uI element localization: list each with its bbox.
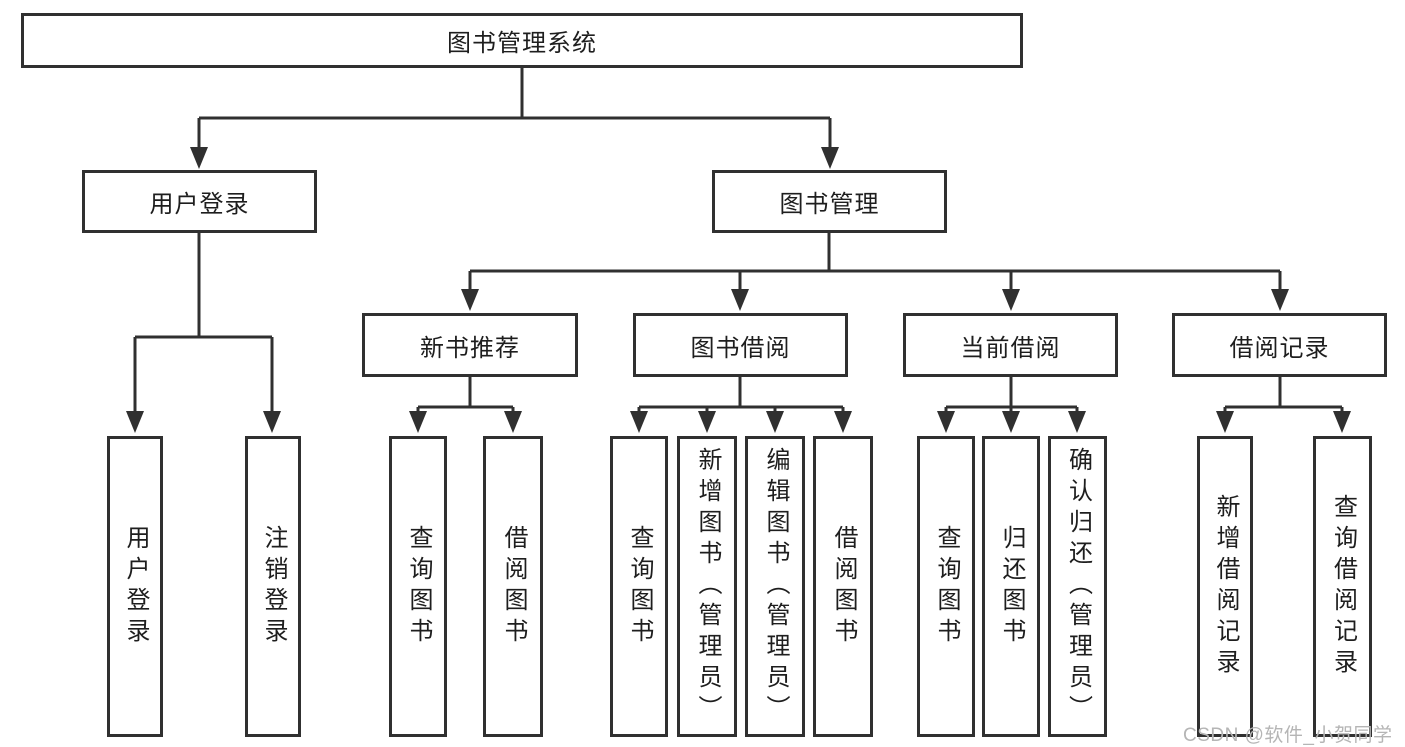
node-book-management: 图书管理 bbox=[712, 170, 947, 233]
node-library-system: 图书管理系统 bbox=[21, 13, 1023, 68]
leaf-query-borrow-record: 查询借阅记录 bbox=[1313, 436, 1372, 737]
leaf-add-books-admin: 新增图书（管理员） bbox=[677, 436, 737, 737]
node-user-login: 用户登录 bbox=[82, 170, 317, 233]
node-book-borrowing: 图书借阅 bbox=[633, 313, 848, 377]
leaf-logout-login: 注销登录 bbox=[245, 436, 301, 737]
edges-userlogin-to-leaves bbox=[133, 233, 274, 414]
csdn-watermark: CSDN @软件_小贺同学 bbox=[1183, 725, 1393, 746]
leaf-return-books: 归还图书 bbox=[982, 436, 1040, 737]
leaf-user-login: 用户登录 bbox=[107, 436, 163, 737]
edges-records-to-leaves bbox=[1223, 377, 1344, 414]
arrowheads-level2 bbox=[190, 147, 839, 169]
leaf-add-borrow-record: 新增借阅记录 bbox=[1197, 436, 1253, 737]
leaf-confirm-return-admin: 确认归还（管理员） bbox=[1048, 436, 1107, 737]
arrowheads-userlogin-leaves bbox=[126, 411, 281, 433]
node-new-book-recommend: 新书推荐 bbox=[362, 313, 578, 377]
node-current-borrowing: 当前借阅 bbox=[903, 313, 1118, 377]
arrowheads-level3 bbox=[461, 289, 1289, 311]
leaf-query-books-recommend: 查询图书 bbox=[389, 436, 447, 737]
edges-newbook-to-leaves bbox=[416, 377, 515, 414]
edges-current-to-leaves bbox=[944, 377, 1079, 414]
leaf-query-books-current: 查询图书 bbox=[917, 436, 975, 737]
leaf-borrow-books-recommend: 借阅图书 bbox=[483, 436, 543, 737]
edges-borrowing-to-leaves bbox=[637, 377, 845, 414]
leaf-borrow-books-borrowing: 借阅图书 bbox=[813, 436, 873, 737]
leaf-query-books-borrowing: 查询图书 bbox=[610, 436, 668, 737]
edges-bookmgmt-to-level3 bbox=[468, 233, 1282, 292]
leaf-edit-books-admin: 编辑图书（管理员） bbox=[745, 436, 805, 737]
arrowheads-level4 bbox=[409, 411, 1351, 433]
edges-root-to-level2 bbox=[197, 68, 832, 150]
node-borrowing-records: 借阅记录 bbox=[1172, 313, 1387, 377]
